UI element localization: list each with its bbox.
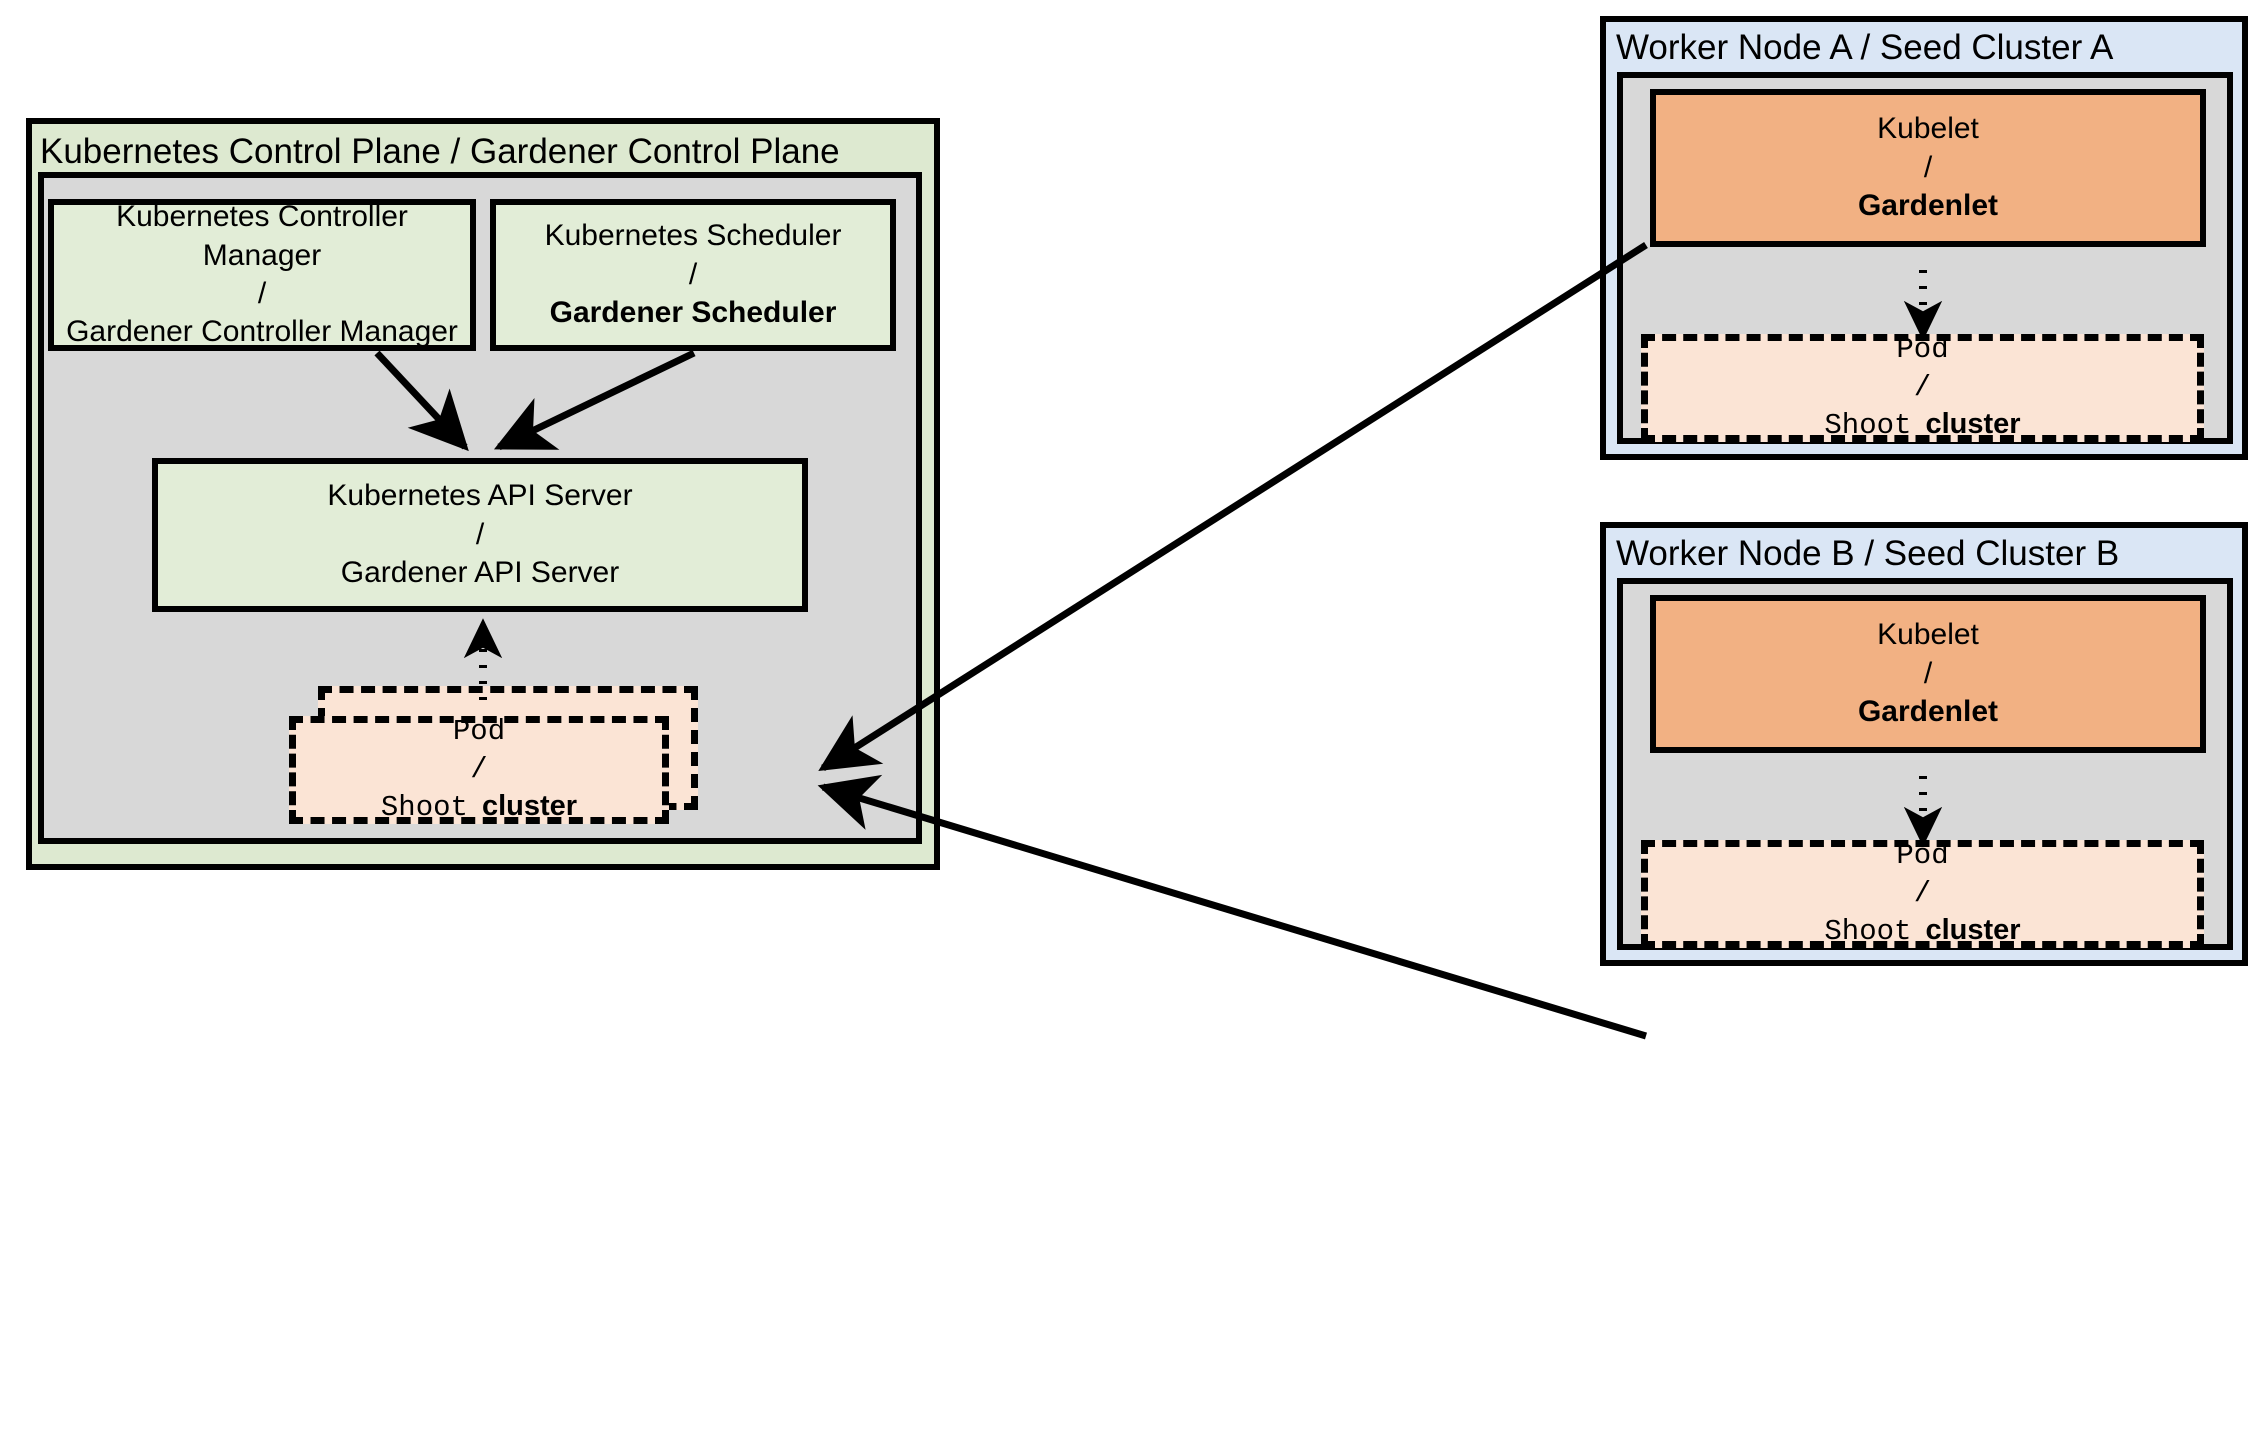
kubelet-a-separator: / [1923,150,1933,184]
pod-control-plane-separator: / [470,752,488,786]
kubelet-b-line2: Gardenlet [1857,695,1999,729]
pod-node-a-line2-mono: Shoot [1824,409,1912,443]
pod-node-a-line1: Pod [1896,332,1949,366]
worker-node-b-title: Worker Node B / Seed Cluster B [1616,534,2120,573]
edge-seed-a-to-api-server [818,242,1648,772]
pod-control-plane-line1: Pod [452,714,506,748]
pod-node-a-line2-bold: cluster [1925,408,2021,441]
kubelet-a-line2: Gardenlet [1857,189,1999,223]
worker-node-a-title: Worker Node A / Seed Cluster A [1616,28,2114,67]
edge-seed-b-to-api-server [817,774,1648,1040]
kubernetes-api-server-box[interactable]: Kubernetes API Server / Gardener API Ser… [152,458,808,612]
pod-node-a-line2: Shoot cluster [1824,406,2020,445]
scheduler-line2: Gardener Scheduler [549,296,837,330]
kubelet-gardenlet-b-box[interactable]: Kubelet / Gardenlet [1650,595,2206,753]
pod-control-plane-line2-mono: Shoot [380,791,468,825]
api-server-separator: / [475,517,485,551]
pod-node-b-line2-bold: cluster [1925,914,2021,947]
kubelet-b-line1: Kubelet [1877,618,1979,652]
kubelet-a-line1: Kubelet [1877,112,1979,146]
scheduler-separator: / [688,257,698,291]
pod-node-a-separator: / [1913,370,1932,404]
controller-manager-separator: / [257,277,267,310]
pod-control-plane-line2: Shoot cluster [381,788,577,827]
kubelet-gardenlet-a-box[interactable]: Kubelet / Gardenlet [1650,89,2206,247]
control-plane-title: Kubernetes Control Plane / Gardener Cont… [40,132,840,171]
api-server-line2: Gardener API Server [340,556,620,590]
pod-node-b-line2: Shoot cluster [1824,912,2020,951]
pod-node-b-line1: Pod [1896,838,1949,872]
controller-manager-line1: Kubernetes Controller Manager [116,200,408,272]
pod-node-a-box[interactable]: Pod / Shoot cluster [1641,332,2204,445]
kubernetes-scheduler-box[interactable]: Kubernetes Scheduler / Gardener Schedule… [490,199,896,351]
pod-node-b-line2-mono: Shoot [1824,915,1912,949]
pod-control-plane-box[interactable]: Pod / Shoot cluster [289,714,669,827]
kubernetes-controller-manager-box[interactable]: Kubernetes Controller Manager / Gardener… [48,199,476,351]
api-server-line1: Kubernetes API Server [327,479,633,513]
pod-node-b-box[interactable]: Pod / Shoot cluster [1641,838,2204,951]
scheduler-line1: Kubernetes Scheduler [544,219,842,253]
controller-manager-line2: Gardener Controller Manager [66,315,458,349]
pod-control-plane-line2-bold: cluster [481,790,578,823]
pod-node-b-separator: / [1913,876,1932,910]
kubelet-b-separator: / [1923,656,1933,690]
